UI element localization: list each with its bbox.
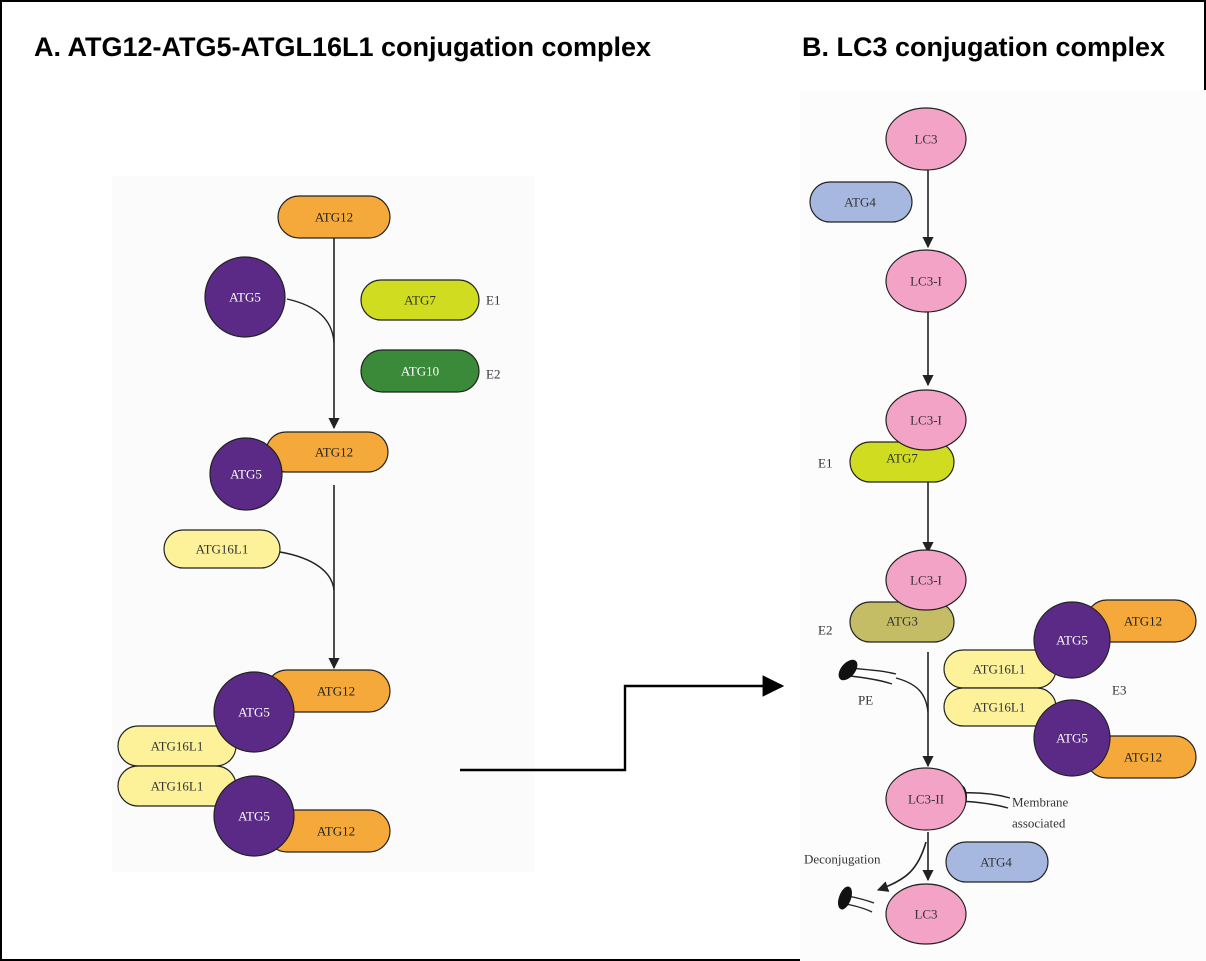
atg12-upper-label: ATG12 [317,684,355,699]
e1-label-b: E1 [818,456,832,471]
atg5-free-label: ATG5 [229,290,261,305]
atg5-conjugate-label: ATG5 [230,467,262,482]
panel-b-title: B. LC3 conjugation complex [802,32,1165,62]
atg5-lower-node [213,775,295,857]
curve-atg16l1-join [279,551,335,591]
lc3i-first-node [885,249,967,313]
atg5-e3-upper-label: ATG5 [1056,633,1088,648]
pe-head-icon [838,659,858,681]
panel-connector-arrow [460,675,785,772]
atg5-lower-label: ATG5 [238,809,270,824]
atg5-e3-upper-node [1033,601,1111,679]
atg12-free-node [277,195,391,239]
atg4-bottom-label: ATG4 [980,855,1012,870]
atg16l1-e3-lower-label: ATG16L1 [973,700,1026,715]
atg12-lower-label: ATG12 [317,824,355,839]
lc3i-third-label: LC3-I [910,573,942,588]
lc3i-second-node [885,389,967,451]
panel-b-diagram: LC3 ATG4 LC3-I E1 ATG7 LC3-I E2 ATG3 LC3… [804,107,1197,945]
atg16l1-upper-label: ATG16L1 [151,739,204,754]
atg5-e3-lower-label: ATG5 [1056,731,1088,746]
lc3i-second-label: LC3-I [910,413,942,428]
atg7-b-label: ATG7 [886,451,918,466]
atg16l1-free-label: ATG16L1 [196,542,249,557]
atg12-free-label: ATG12 [315,210,353,225]
membrane-label-line2: associated [1012,816,1066,831]
lc3-bottom-node [885,883,967,945]
lc3i-third-node [885,549,967,611]
atg5-e3-lower-node [1033,699,1111,777]
e1-label: E1 [486,293,500,308]
free-pe-head-icon [838,886,852,910]
lc3ii-node [885,767,967,831]
atg5-free-node [204,256,286,338]
lc3-bottom-label: LC3 [914,907,937,922]
atg16l1-e3-upper-label: ATG16L1 [973,662,1026,677]
atg4-bottom-node [945,841,1049,883]
lc3i-first-label: LC3-I [910,274,942,289]
pe-label: PE [858,693,873,708]
panel-a-title: A. ATG12-ATG5-ATGL16L1 conjugation compl… [34,32,651,62]
atg10-label: ATG10 [401,364,439,379]
atg16l1-lower-label: ATG16L1 [151,779,204,794]
panel-a-diagram: ATG12 ATG5 ATG7 E1 ATG10 E2 ATG12 ATG5 A… [117,195,500,857]
atg12-conjugate-label: ATG12 [315,445,353,460]
panel-b-background [800,90,1206,961]
atg10-node [360,349,480,393]
deconjugation-label: Deconjugation [804,852,881,867]
atg4-top-node [809,181,913,223]
membrane-label-line1: Membrane [1012,795,1069,810]
pe-tail-2 [849,675,893,685]
e2-label-b: E2 [818,623,832,638]
atg7-label: ATG7 [404,293,436,308]
atg12-e3-lower-label: ATG12 [1124,750,1162,765]
arrow-deconjugation [876,841,927,892]
curve-pe-join [895,677,929,713]
lc3-top-label: LC3 [914,132,937,147]
curve-atg5-join [286,298,335,343]
atg12-e3-upper-label: ATG12 [1124,614,1162,629]
atg5-conjugate-node [209,437,283,511]
atg4-top-label: ATG4 [844,195,876,210]
atg5-upper-label: ATG5 [238,705,270,720]
atg7-node [360,279,480,321]
atg16l1-free-node [163,529,281,569]
e2-label: E2 [486,367,500,382]
e3-label: E3 [1112,683,1126,698]
lc3-top-node [885,107,967,171]
atg3-label: ATG3 [886,614,918,629]
lc3ii-label: LC3-II [908,792,944,807]
atg5-upper-node [213,671,295,753]
